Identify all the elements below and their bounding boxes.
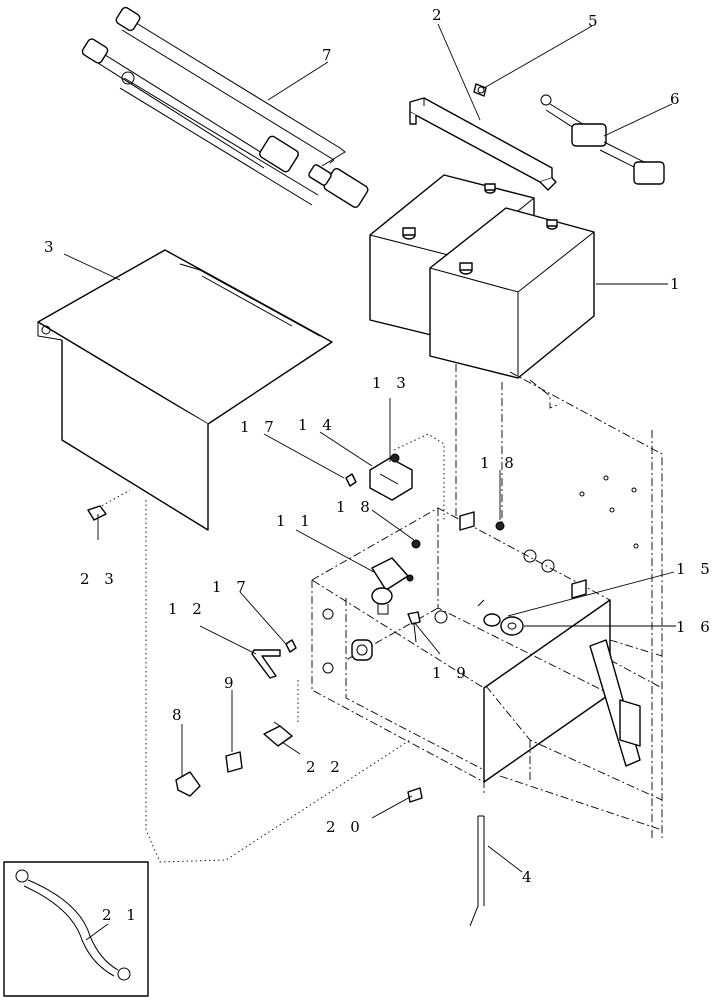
callout-3: 3 (44, 238, 59, 256)
callout-17-lower: 1 7 (212, 578, 251, 596)
callout-20: 2 0 (326, 818, 365, 836)
callout-21: 2 1 (102, 906, 141, 924)
callout-19: 1 9 (432, 664, 471, 682)
battery-box-cover (37, 249, 333, 531)
callout-5: 5 (588, 12, 603, 30)
leader-lines (63, 23, 676, 941)
callout-2: 2 (432, 6, 447, 24)
callout-7: 7 (322, 46, 337, 64)
battery-pair (369, 174, 595, 379)
callout-4: 4 (522, 868, 537, 886)
alignment-lines (97, 364, 503, 863)
callout-11: 1 1 (276, 512, 315, 530)
callout-1: 1 (670, 275, 685, 293)
callout-17-upper: 1 7 (240, 418, 279, 436)
callout-18-upper: 1 8 (480, 454, 519, 472)
callout-12: 1 2 (168, 600, 207, 618)
callout-8: 8 (172, 706, 187, 724)
callout-6: 6 (670, 90, 685, 108)
inset-ground-strap (3, 861, 149, 997)
wing-nut (473, 83, 487, 97)
callout-9: 9 (224, 674, 239, 692)
small-parts (87, 453, 524, 927)
callout-13: 1 3 (372, 374, 411, 392)
callout-15: 1 5 (676, 560, 715, 578)
vehicle-frame (485, 371, 663, 840)
callout-16: 1 6 (676, 618, 715, 636)
battery-cable-assembly (81, 6, 369, 208)
callout-23: 2 3 (80, 570, 119, 588)
battery-hold-down-bracket (409, 97, 557, 191)
callout-labels: 1 2 3 4 5 6 7 8 9 1 1 1 2 1 3 1 4 1 5 1 … (44, 6, 715, 924)
battery-box (311, 507, 611, 783)
short-battery-cable (540, 94, 665, 185)
callout-22: 2 2 (306, 758, 345, 776)
callout-14: 1 4 (298, 416, 337, 434)
callout-18-lower: 1 8 (336, 498, 375, 516)
